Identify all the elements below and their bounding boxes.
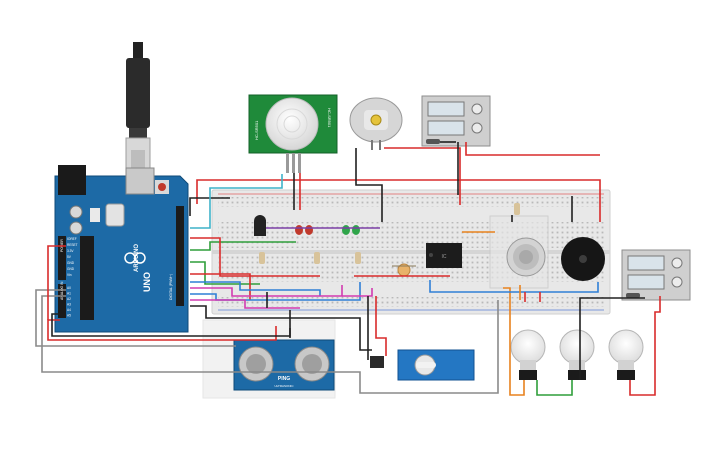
led-green-1 — [342, 225, 350, 235]
resistors — [259, 203, 520, 267]
wire-blue-2 — [429, 280, 599, 293]
wire-red-arduino-2 — [190, 273, 251, 300]
wire-gray-2 — [35, 289, 236, 347]
arduino-pin-label: A2 — [67, 297, 71, 301]
wires — [35, 141, 661, 396]
wire-red-motor — [384, 147, 461, 205]
wire-red-psu — [629, 296, 661, 396]
arduino-pin-label: 5V — [67, 255, 72, 259]
dc-motor — [349, 97, 403, 150]
wire-red-psu-top — [465, 142, 600, 156]
wire-orange-bulb1 — [503, 287, 525, 396]
wire-green-bulbs — [536, 380, 573, 396]
arduino-pin-label: Vin — [67, 273, 72, 277]
led-red-2 — [305, 225, 313, 235]
arduino-pin-label: A0 — [67, 286, 71, 290]
arduino-model: UNO — [142, 272, 152, 292]
power-supply-top — [421, 95, 491, 147]
light-bulb-2 — [559, 329, 595, 380]
wire-green-1 — [190, 241, 296, 251]
arduino-pin-label: GND — [67, 261, 75, 265]
wire-magenta-1 — [190, 285, 343, 297]
arduino-pin-label: GND — [67, 267, 75, 271]
ultrasonic-name: PING — [278, 376, 290, 382]
arduino-pin-label: IOREF — [67, 237, 77, 241]
light-bulb-1 — [510, 329, 546, 380]
wire-black-psu — [579, 297, 645, 380]
ic-label: IC — [442, 254, 447, 260]
wire-black-motor — [355, 148, 383, 222]
arduino-uno: ARDUINO UNO DIGITAL (PWM~) POWER ANALOG … — [54, 165, 189, 333]
pir-label-left: HC-SR501 — [254, 120, 259, 140]
light-bulb-3 — [608, 329, 644, 380]
led-green-2 — [352, 225, 360, 235]
wire-magenta-3 — [342, 288, 373, 297]
ic-chip: IC — [426, 243, 462, 268]
gas-sensor — [489, 215, 549, 289]
arduino-brand: ARDUINO — [134, 244, 140, 272]
wire-magenta-2 — [190, 299, 300, 309]
led-red-1 — [295, 225, 303, 235]
wire-blue-1 — [190, 281, 321, 296]
arduino-pin-label: A5 — [67, 314, 71, 318]
arduino-pin-label: RESET — [67, 243, 78, 247]
wire-black-bottom — [190, 305, 372, 351]
pir-sensor: HC-SR501 HC-SR501 — [248, 94, 338, 173]
wire-cyan-top — [190, 174, 283, 229]
arduino-digital-label: DIGITAL (PWM~) — [169, 274, 173, 300]
arduino-pin-label: A1 — [67, 292, 71, 296]
wire-red-vertical-left — [47, 245, 66, 320]
power-supply-right — [621, 249, 691, 301]
ultrasonic-sensor: PING ULTRASONIC — [202, 319, 336, 399]
arduino-pin-label: A4 — [67, 308, 71, 312]
piezo-buzzer — [561, 237, 605, 281]
transistor — [254, 215, 266, 236]
arduino-pin-label: A3 — [67, 303, 71, 307]
wire-red-top — [196, 179, 601, 222]
ultrasonic-sub: ULTRASONIC — [274, 384, 294, 388]
wire-gray-1 — [41, 295, 499, 394]
arduino-pin-label: 3.3V — [67, 249, 74, 253]
pir-label-right: HC-SR501 — [327, 108, 332, 128]
wire-green-2 — [190, 261, 260, 285]
wire-black-top — [189, 197, 230, 216]
wire-red-servo — [375, 296, 387, 356]
servo-motor — [370, 349, 475, 381]
wire-red-arduino-1 — [190, 237, 320, 277]
